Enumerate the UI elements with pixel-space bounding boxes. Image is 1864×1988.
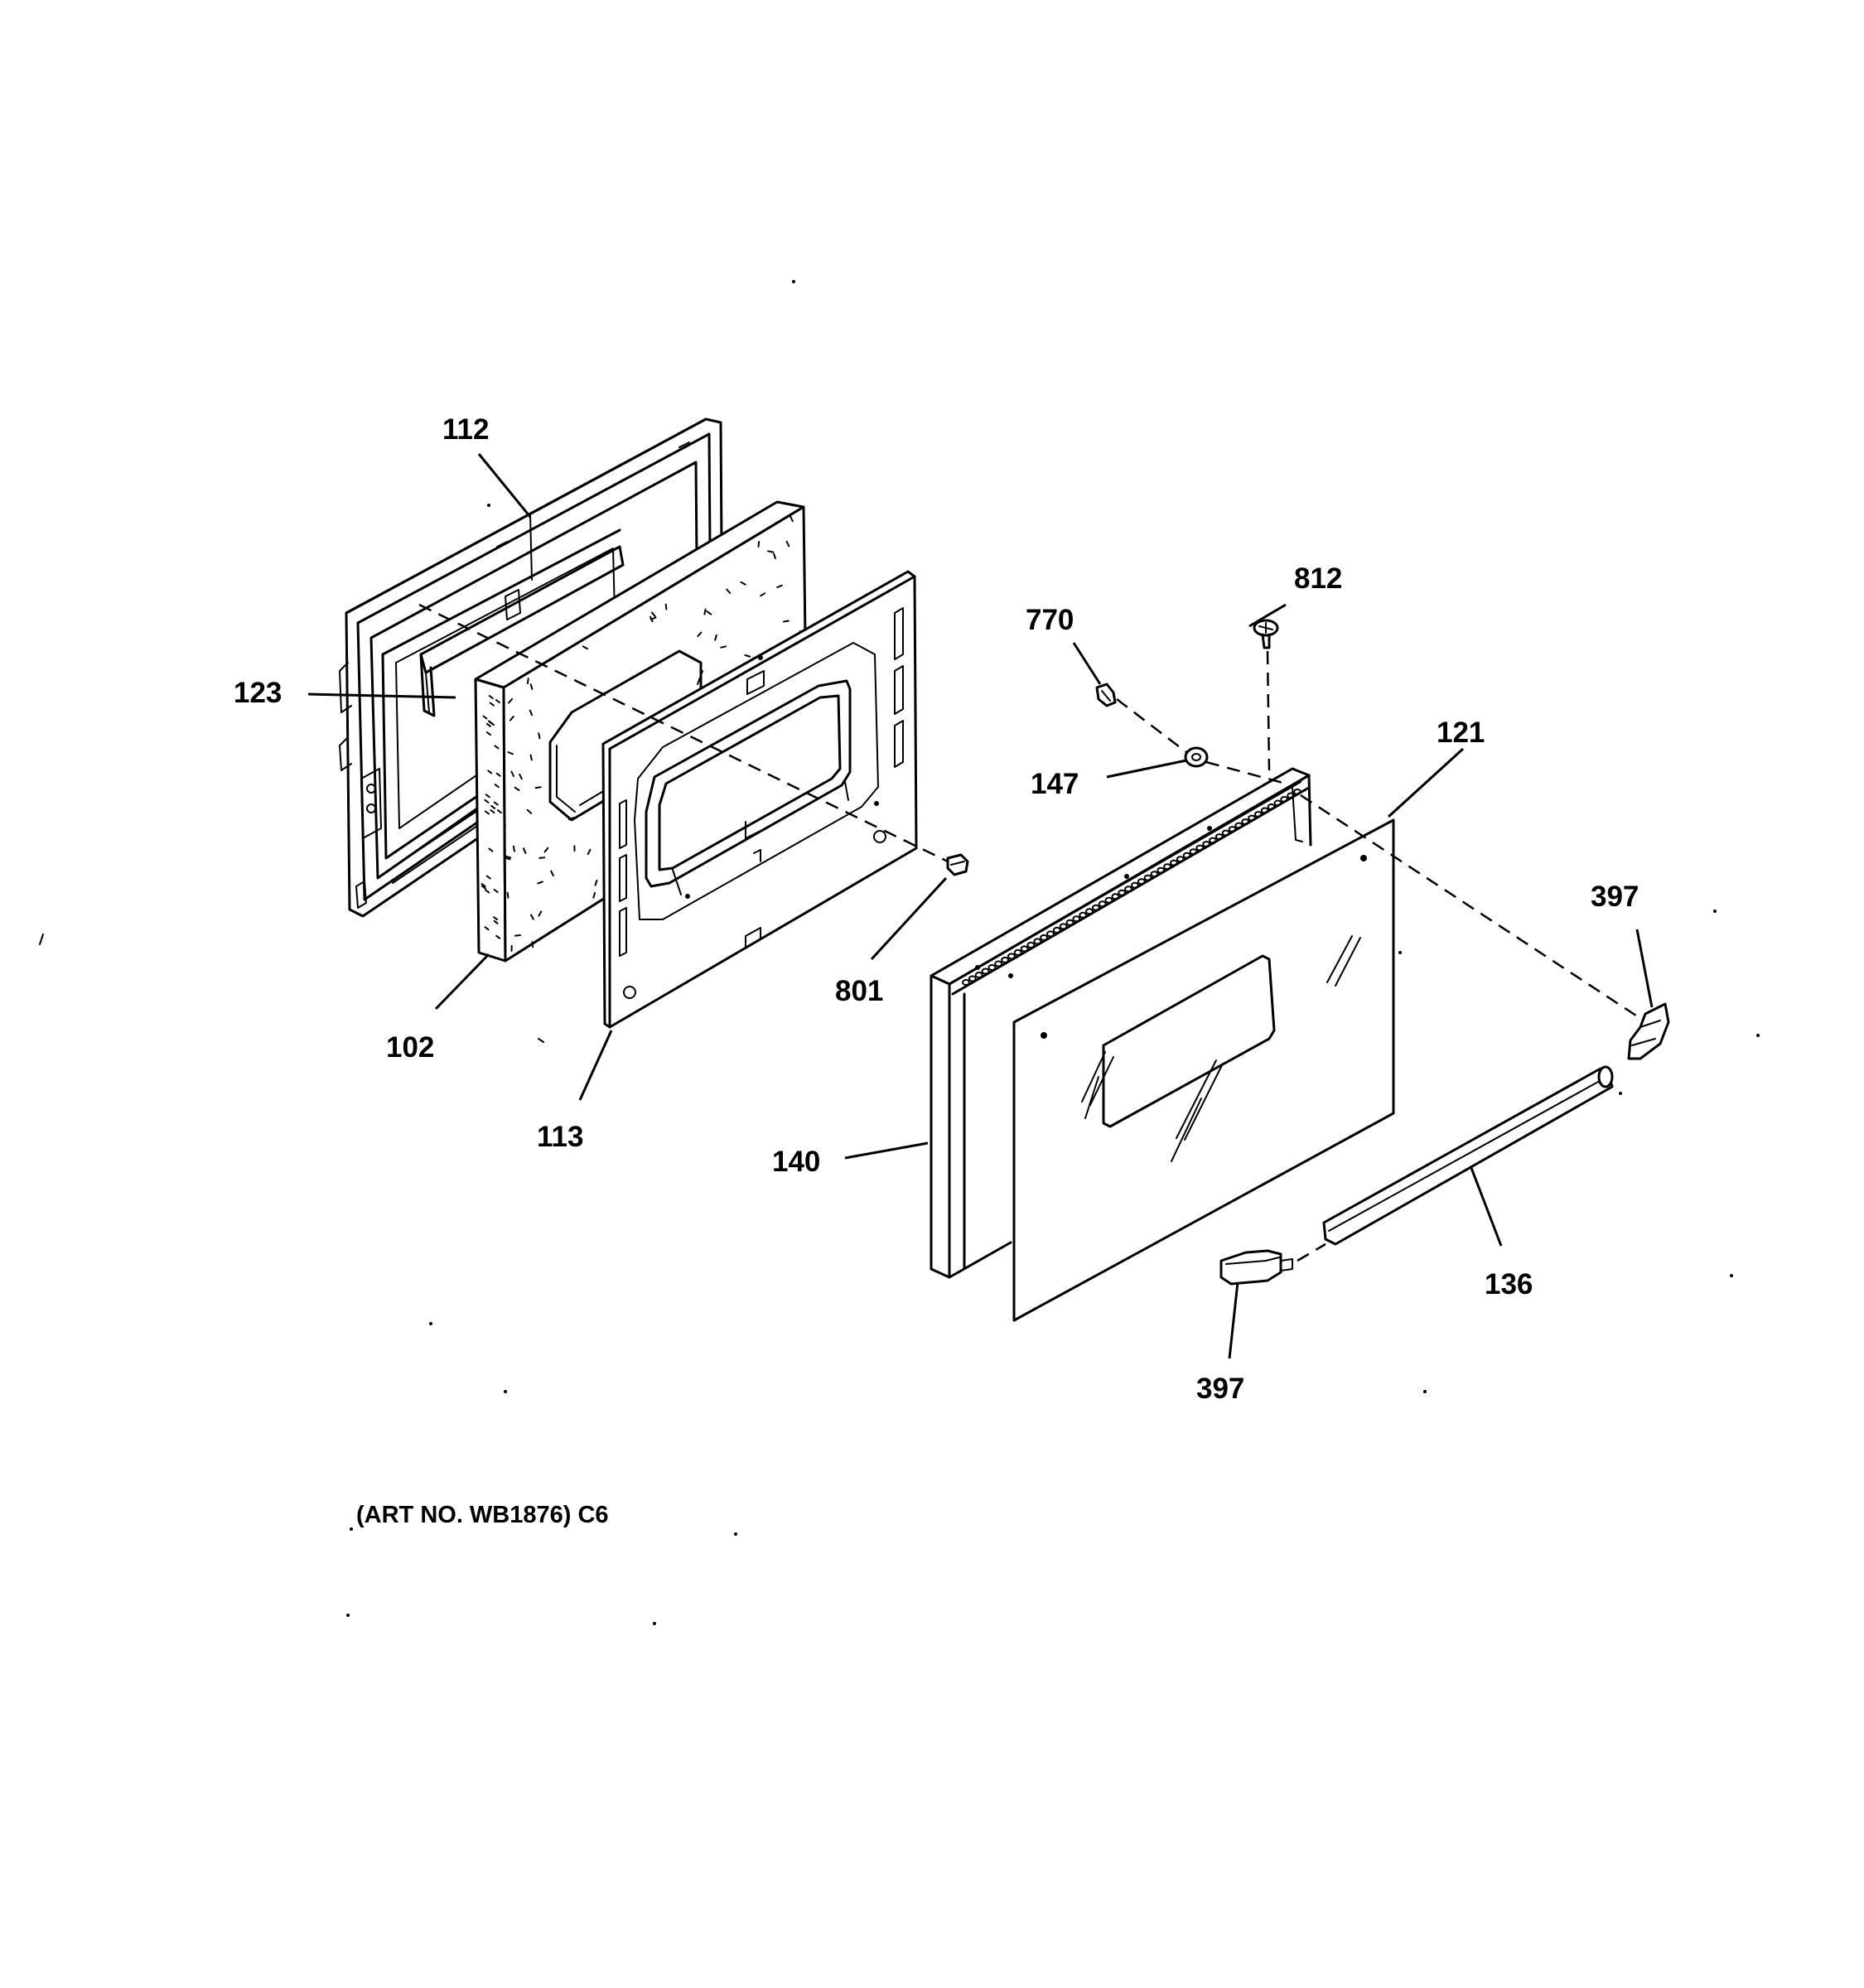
label-123: 123 bbox=[234, 677, 282, 709]
label-812: 812 bbox=[1294, 562, 1342, 595]
label-397-left: 397 bbox=[1196, 1373, 1244, 1405]
art-number: (ART NO. WB1876) C6 bbox=[356, 1502, 609, 1528]
outer-frame-part-140 bbox=[930, 767, 1312, 1279]
screw-part-812 bbox=[1253, 619, 1279, 649]
screw-part-801 bbox=[946, 853, 969, 876]
end-cap-left-part-397 bbox=[1219, 1249, 1293, 1286]
label-113: 113 bbox=[537, 1121, 583, 1153]
label-801: 801 bbox=[835, 975, 883, 1007]
label-136: 136 bbox=[1485, 1268, 1533, 1300]
label-121: 121 bbox=[1437, 717, 1485, 749]
part-labels: 112 102 113 123 801 812 770 147 121 140 … bbox=[234, 413, 1639, 1405]
label-102: 102 bbox=[386, 1031, 434, 1064]
label-147: 147 bbox=[1031, 768, 1079, 800]
leader-lines bbox=[307, 453, 1654, 1359]
label-112: 112 bbox=[442, 413, 489, 446]
gasket-part-123 bbox=[419, 545, 625, 717]
inner-door-part-113 bbox=[601, 570, 918, 1029]
label-770: 770 bbox=[1026, 604, 1074, 636]
glass-panel-part-121 bbox=[1012, 818, 1395, 1322]
label-397-right: 397 bbox=[1591, 881, 1639, 913]
washer-part-147 bbox=[1184, 746, 1209, 768]
scan-specks bbox=[39, 280, 1760, 1625]
label-140: 140 bbox=[772, 1146, 820, 1178]
alignment-lines bbox=[418, 603, 1644, 1262]
end-cap-right-part-397 bbox=[1627, 1002, 1670, 1060]
clip-part-770 bbox=[1095, 683, 1117, 707]
handle-bar-part-136 bbox=[1322, 1065, 1614, 1246]
